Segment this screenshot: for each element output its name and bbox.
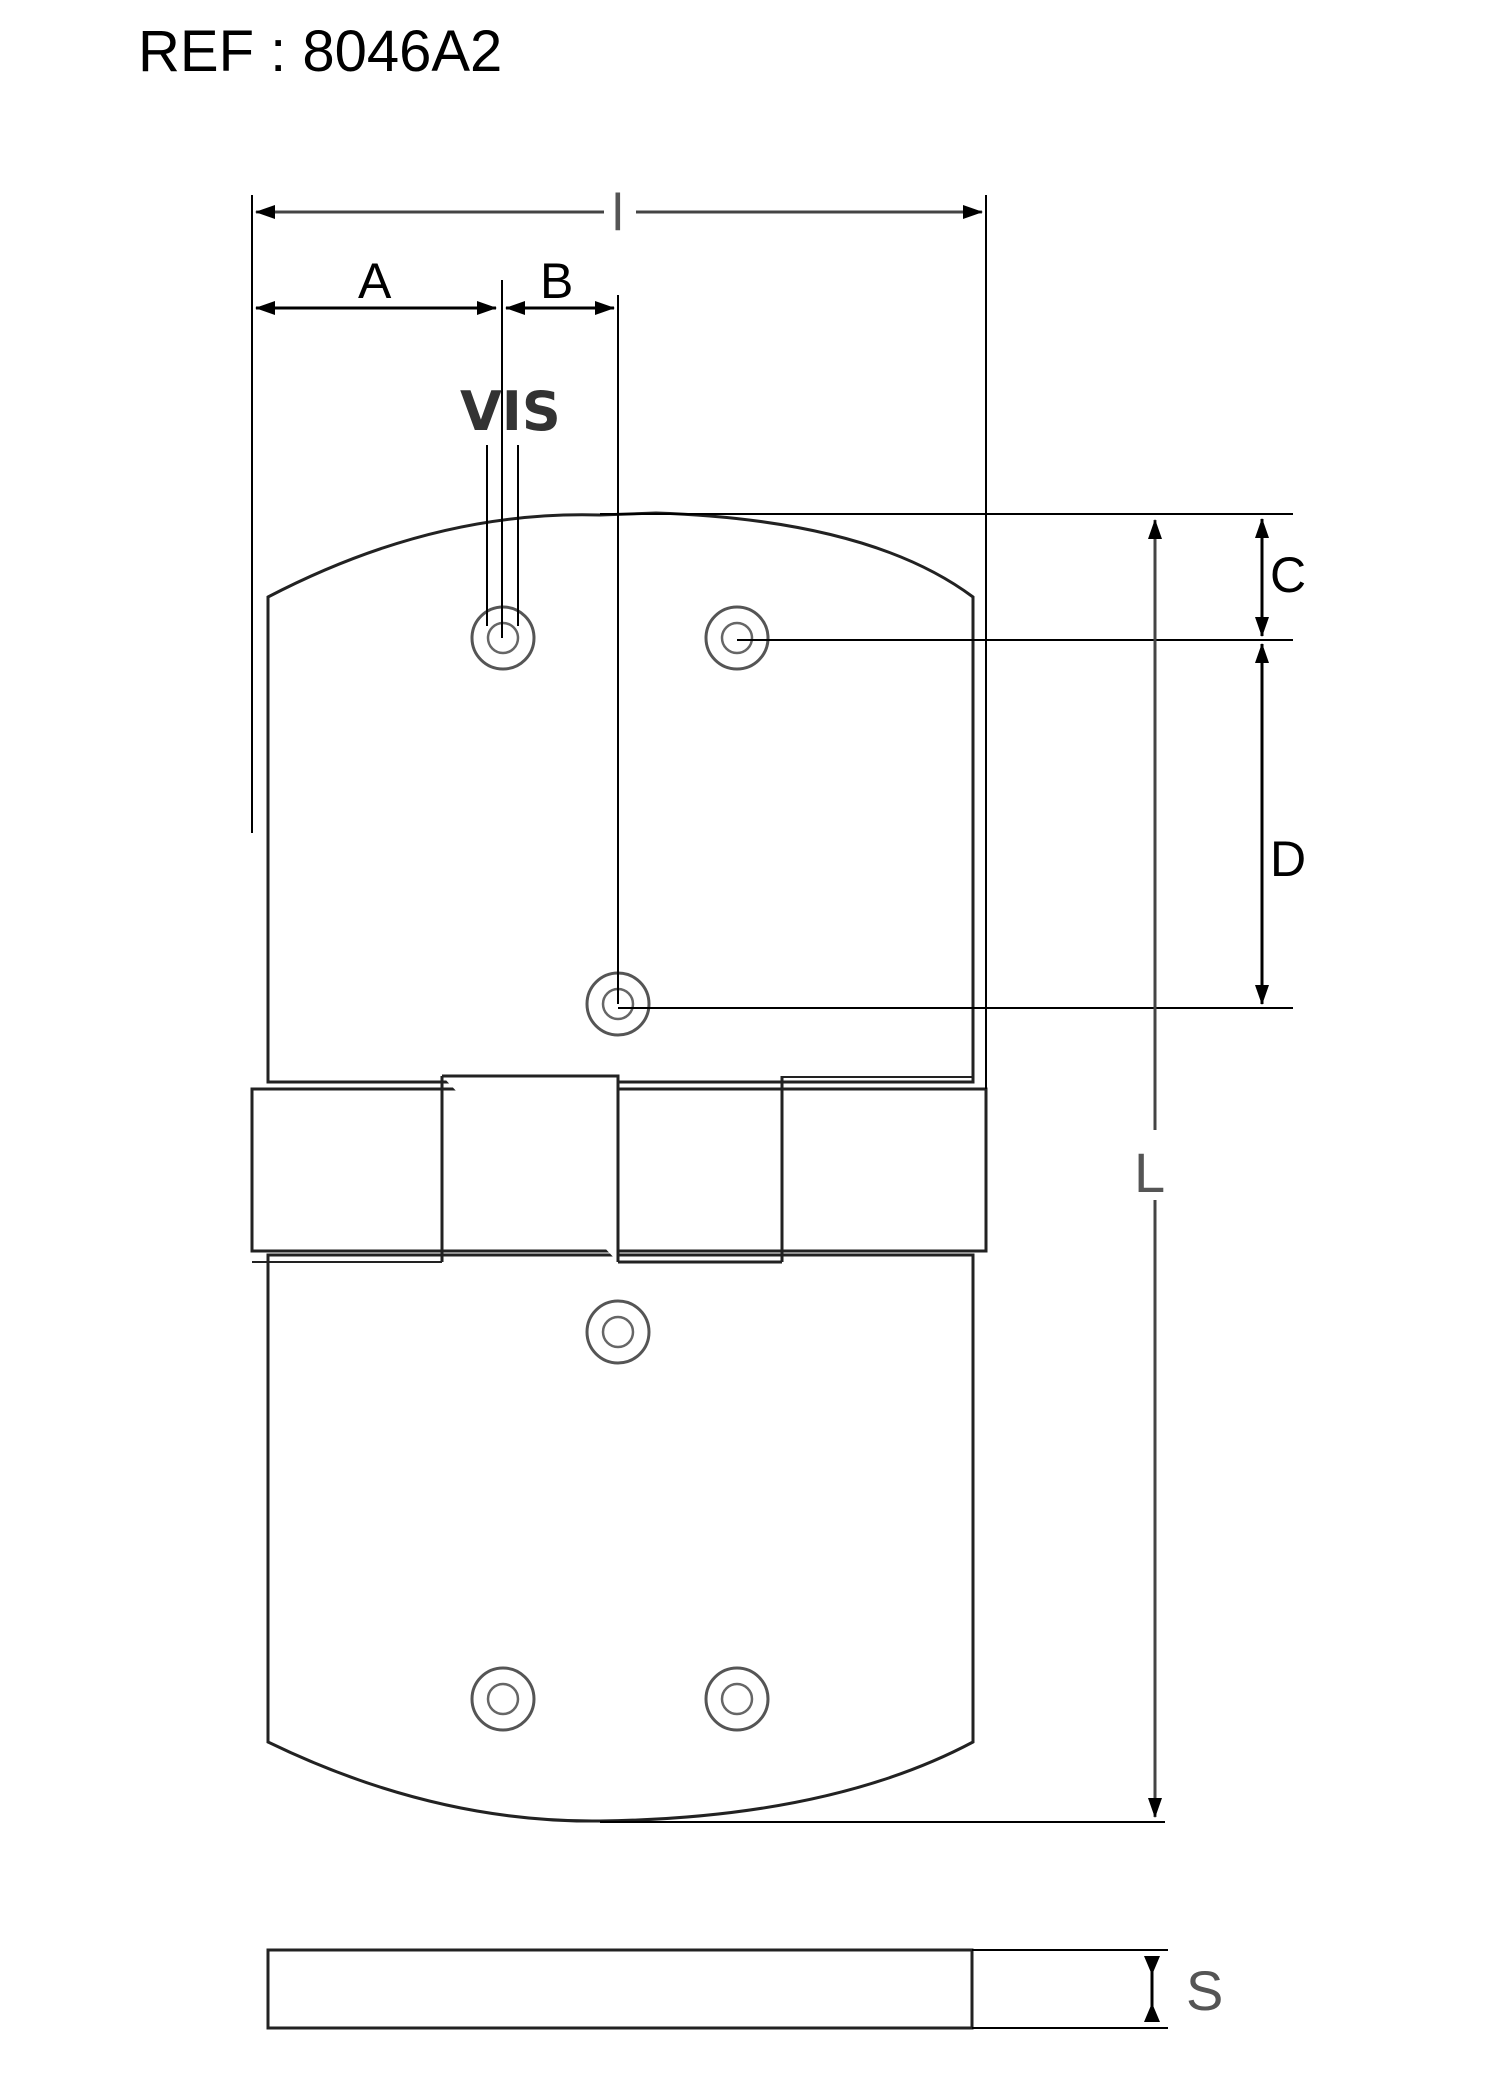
screw-hole-2 xyxy=(704,605,770,671)
dimension-c: C xyxy=(600,513,1306,641)
side-view: S xyxy=(266,1948,1223,2030)
screw-label: VIS xyxy=(460,380,561,443)
screw-hole-6 xyxy=(704,1666,770,1732)
thickness-label: S xyxy=(1186,1959,1223,2022)
dimension-d-label: D xyxy=(1270,831,1306,887)
width-label: l xyxy=(612,184,624,242)
reference-title: REF : 8046A2 xyxy=(138,19,503,84)
dimension-c-label: C xyxy=(1270,547,1306,603)
dimension-a: A xyxy=(255,253,497,315)
dimension-b: B xyxy=(501,253,619,1004)
dimension-a-label: A xyxy=(358,253,392,309)
length-label: L xyxy=(1134,1141,1165,1204)
screw-callout: VIS xyxy=(460,380,561,626)
bottom-leaf xyxy=(266,1253,975,1823)
hinge-knuckle xyxy=(250,1074,988,1264)
width-dimension: l xyxy=(251,184,987,1089)
screw-hole-5 xyxy=(470,1666,536,1732)
screw-hole-4 xyxy=(585,1299,651,1365)
dimension-d: D xyxy=(618,643,1306,1009)
dimension-b-label: B xyxy=(540,253,573,309)
length-dimension: L xyxy=(600,519,1165,1823)
